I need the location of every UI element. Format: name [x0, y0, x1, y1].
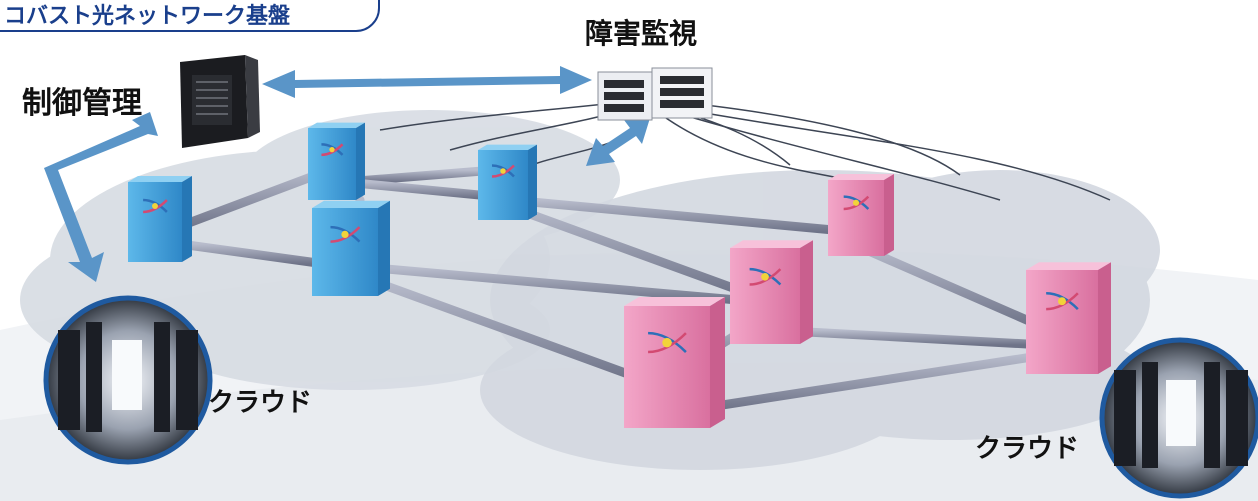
control-monitor-arrow [262, 66, 592, 98]
control-server-icon [180, 55, 260, 148]
pink-node-2-icon [730, 240, 813, 344]
monitor-network-arrow [586, 118, 650, 166]
datacenter-right-icon [1099, 337, 1258, 499]
title-text: コバスト光ネットワーク基盤 [4, 4, 291, 29]
cloud-label-right: クラウド [975, 434, 1080, 464]
pink-node-1-icon [828, 174, 894, 256]
pink-node-3-icon [1026, 262, 1111, 374]
blue-node-3-icon [478, 144, 537, 220]
switch-arrows-icon [143, 198, 168, 214]
blue-node-2-icon [308, 122, 365, 200]
pink-node-4-icon [624, 297, 725, 428]
title-tab: コバスト光ネットワーク基盤 [0, 0, 380, 32]
monitor-servers-icon [597, 67, 713, 121]
datacenter-left-icon [43, 295, 213, 465]
control-label: 制御管理 [22, 86, 142, 121]
monitor-label: 障害監視 [585, 17, 698, 50]
switch-arrows-icon [843, 195, 870, 211]
nodes-layer [128, 122, 1111, 428]
blue-node-4-icon [312, 200, 390, 296]
control-arrows [44, 66, 650, 282]
cloud-label-left: クラウド [208, 388, 313, 418]
control-cloud-arrow [44, 112, 158, 282]
blue-node-1-icon [128, 176, 192, 262]
